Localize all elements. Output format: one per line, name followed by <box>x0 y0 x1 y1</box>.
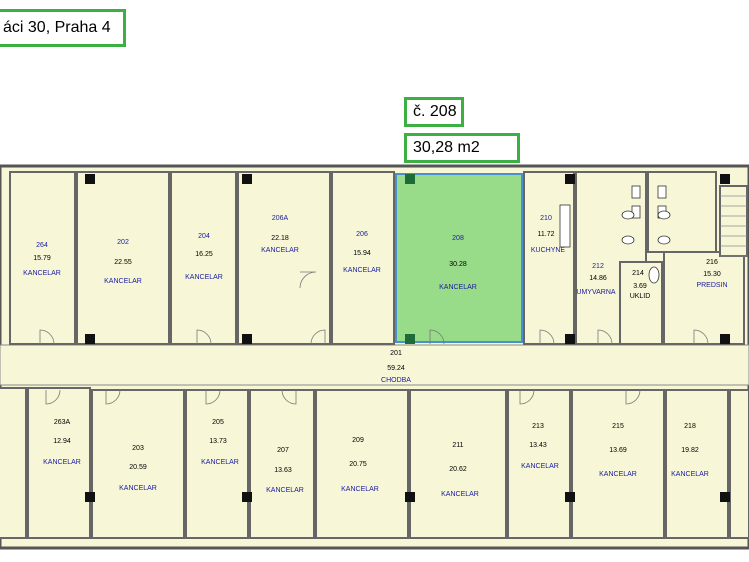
room-203[interactable] <box>91 389 185 539</box>
room-218-type: KANCELAR <box>671 471 709 478</box>
room-215-type: KANCELAR <box>599 471 637 478</box>
room-218[interactable] <box>665 389 729 539</box>
room-208[interactable] <box>395 173 523 343</box>
room-203-type: KANCELAR <box>119 485 157 492</box>
room-209[interactable] <box>315 389 409 539</box>
room-216-type: PREDSIN <box>696 282 727 289</box>
room-204-number: 204 <box>198 233 210 240</box>
room-208-number: 208 <box>452 235 464 242</box>
room-206a[interactable] <box>237 171 331 345</box>
room-206a-type: KANCELAR <box>261 247 299 254</box>
room-205-number: 205 <box>212 419 224 426</box>
room-263a-area: 12.94 <box>53 438 71 445</box>
room-201-number: 201 <box>390 350 402 357</box>
room-204-area: 16.25 <box>195 251 213 258</box>
room-left-edge[interactable] <box>0 387 27 539</box>
room-206a-number: 206A <box>272 215 289 222</box>
room-202-number: 202 <box>117 239 129 246</box>
sanitary-fixtures <box>559 185 671 284</box>
room-264[interactable] <box>9 171 76 345</box>
room-214-number: 214 <box>632 270 644 277</box>
room-263a-type: KANCELAR <box>43 459 81 466</box>
doors <box>39 271 709 405</box>
room-216-number: 216 <box>706 259 718 266</box>
room-211[interactable] <box>409 389 507 539</box>
room-211-number: 211 <box>452 442 463 449</box>
room-263a-number: 263A <box>54 419 71 426</box>
room-210-number: 210 <box>540 215 552 222</box>
room-202-type: KANCELAR <box>104 278 142 285</box>
room-number-label: č. 208 <box>404 97 464 127</box>
room-214-area: 3.69 <box>633 283 647 290</box>
room-206-type: KANCELAR <box>343 267 381 274</box>
room-area-label: 30,28 m2 <box>404 133 520 163</box>
room-210-type: KUCHYNE <box>531 247 566 254</box>
room-207-type: KANCELAR <box>266 487 304 494</box>
room-211-type: KANCELAR <box>441 491 479 498</box>
stairs <box>719 185 748 257</box>
room-264-number: 264 <box>36 242 48 249</box>
room-263a[interactable] <box>27 387 91 539</box>
room-206-area: 15.94 <box>353 250 371 257</box>
room-212-area: 14.86 <box>589 275 607 282</box>
room-207-number: 207 <box>277 447 289 454</box>
room-215-area: 13.69 <box>609 447 627 454</box>
room-203-area: 20.59 <box>129 464 147 471</box>
room-205[interactable] <box>185 389 249 539</box>
address-text: áci 30, Praha 4 <box>3 19 111 36</box>
room-213-type: KANCELAR <box>521 463 559 470</box>
room-206a-area: 22.18 <box>271 235 289 242</box>
room-right-edge[interactable] <box>729 389 749 539</box>
room-210-area: 11.72 <box>538 231 555 238</box>
room-203-number: 203 <box>132 445 144 452</box>
corridor-201[interactable] <box>0 344 749 386</box>
room-205-area: 13.73 <box>209 438 227 445</box>
room-213-number: 213 <box>532 423 544 430</box>
room-208-type: KANCELAR <box>439 284 477 291</box>
room-215[interactable] <box>571 389 665 539</box>
room-212-type: UMYVARNA <box>576 289 615 296</box>
room-218-number: 218 <box>684 423 696 430</box>
address-label: áci 30, Praha 4 <box>0 9 126 47</box>
room-206-number: 206 <box>356 231 368 238</box>
room-labels: 264 15.79 KANCELAR 202 22.55 KANCELAR 20… <box>23 215 727 498</box>
columns <box>85 174 730 502</box>
room-209-type: KANCELAR <box>341 486 379 493</box>
room-212-number: 212 <box>592 263 604 270</box>
room-216[interactable] <box>663 251 745 345</box>
room-210[interactable] <box>523 171 575 345</box>
room-213[interactable] <box>507 389 571 539</box>
room-209-area: 20.75 <box>349 461 367 468</box>
room-204-type: KANCELAR <box>185 274 223 281</box>
room-213-area: 13.43 <box>529 442 547 449</box>
room-number-text: č. 208 <box>413 103 457 120</box>
room-204[interactable] <box>170 171 237 345</box>
room-218-area: 19.82 <box>681 447 699 454</box>
room-211-area: 20.62 <box>449 466 467 473</box>
room-201-type: CHODBA <box>381 377 411 384</box>
room-207[interactable] <box>249 389 315 539</box>
room-215-number: 215 <box>612 423 624 430</box>
room-205-type: KANCELAR <box>201 459 239 466</box>
room-264-area: 15.79 <box>33 255 51 262</box>
room-area-text: 30,28 m2 <box>413 139 480 156</box>
room-206[interactable] <box>331 171 395 345</box>
room-216-area: 15.30 <box>703 271 721 278</box>
room-207-area: 13.63 <box>274 467 292 474</box>
room-209-number: 209 <box>352 437 364 444</box>
room-264-type: KANCELAR <box>23 270 61 277</box>
room-202[interactable] <box>76 171 170 345</box>
room-202-area: 22.55 <box>114 259 132 266</box>
room-201-area: 59.24 <box>387 365 405 372</box>
room-214-type: UKLID <box>630 293 651 300</box>
room-208-area: 30.28 <box>449 261 467 268</box>
